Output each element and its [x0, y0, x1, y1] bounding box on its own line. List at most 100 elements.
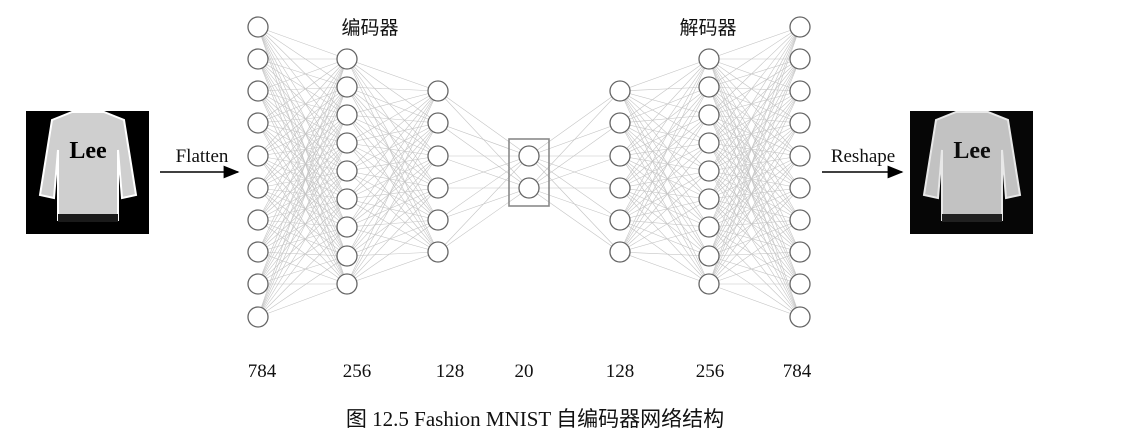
decoder-title: 解码器	[679, 17, 736, 39]
connection-line	[437, 90, 530, 157]
connection-line	[708, 219, 801, 285]
connection-line	[257, 26, 348, 60]
connection-line	[346, 90, 439, 200]
connection-line	[346, 58, 439, 157]
connection-line	[257, 26, 348, 144]
neuron-node	[698, 132, 720, 154]
connection-line	[708, 26, 801, 172]
connection-line	[437, 155, 530, 253]
connection-line	[257, 86, 348, 285]
connection-line	[708, 58, 801, 257]
neuron-node	[336, 132, 358, 154]
connection-line	[346, 155, 439, 200]
connection-line	[708, 90, 801, 228]
connection-line	[619, 122, 710, 257]
connection-line	[346, 58, 439, 221]
connection-line	[708, 155, 801, 200]
connection-line	[619, 86, 710, 157]
connection-line	[708, 26, 801, 200]
connection-line	[257, 114, 348, 189]
connection-line	[346, 170, 439, 253]
neuron-node	[247, 80, 269, 102]
connection-line	[346, 90, 439, 116]
connection-line	[257, 26, 348, 257]
connection-line	[346, 226, 439, 253]
connection-line	[708, 58, 801, 285]
connection-line	[708, 187, 801, 200]
connection-line	[708, 86, 801, 221]
neuron-node	[789, 112, 811, 134]
connection-line	[619, 155, 710, 257]
connection-line	[346, 155, 439, 257]
connection-line	[619, 219, 710, 228]
neuron-node	[247, 306, 269, 328]
connection-line	[257, 255, 348, 318]
layer-size-label: 256	[343, 361, 372, 382]
connection-line	[619, 90, 710, 200]
connection-line	[708, 198, 801, 318]
neuron-node	[789, 306, 811, 328]
connection-line	[437, 122, 530, 157]
connection-line	[619, 198, 710, 221]
connection-line	[257, 86, 348, 221]
connection-line	[346, 86, 439, 189]
connection-line	[257, 58, 348, 92]
connection-line	[257, 26, 348, 88]
connection-line	[619, 142, 710, 189]
connection-line	[257, 26, 348, 200]
flatten-arrow: Flatten	[160, 146, 240, 179]
connection-line	[257, 114, 348, 157]
connection-line	[708, 58, 801, 172]
connection-line	[257, 86, 348, 253]
connection-line	[708, 58, 801, 88]
connection-line	[257, 114, 348, 253]
neuron-node	[609, 112, 631, 134]
connection-line	[708, 142, 801, 221]
connection-line	[257, 226, 348, 318]
neuron-node	[427, 209, 449, 231]
connection-line	[708, 255, 801, 318]
connection-line	[257, 198, 348, 253]
connection-line	[708, 114, 801, 285]
connection-line	[619, 58, 710, 92]
neuron-node	[789, 16, 811, 38]
connection-line	[346, 219, 439, 285]
connection-line	[708, 226, 801, 318]
connection-line	[708, 90, 801, 257]
connection-line	[257, 251, 348, 257]
connection-line	[708, 26, 801, 88]
neuron-node	[336, 273, 358, 295]
connection-line	[437, 155, 530, 221]
connection-line	[257, 58, 348, 157]
connection-line	[257, 86, 348, 189]
connection-line	[619, 86, 710, 92]
connection-line	[708, 90, 801, 172]
neuron-node	[609, 145, 631, 167]
input-image: Lee	[26, 111, 149, 234]
connection-line	[346, 122, 439, 144]
connection-line	[257, 251, 348, 285]
connection-line	[257, 122, 348, 285]
connection-line	[708, 58, 801, 189]
connection-line	[708, 170, 801, 253]
connection-line	[257, 26, 348, 172]
connection-line	[346, 187, 439, 285]
neuron-node	[698, 160, 720, 182]
connection-line	[257, 58, 348, 318]
connection-line	[708, 155, 801, 257]
connection-line	[346, 142, 439, 157]
connection-line	[346, 86, 439, 157]
connection-line	[257, 90, 348, 228]
connection-line	[619, 90, 710, 228]
connection-line	[257, 26, 348, 116]
connection-line	[619, 58, 710, 157]
connection-line	[619, 90, 710, 257]
connection-line	[708, 26, 801, 228]
connection-line	[257, 155, 348, 285]
neuron-node	[427, 80, 449, 102]
connection-line	[708, 170, 801, 318]
connection-line	[619, 58, 710, 221]
connection-line	[346, 187, 439, 228]
connection-line	[346, 90, 439, 172]
